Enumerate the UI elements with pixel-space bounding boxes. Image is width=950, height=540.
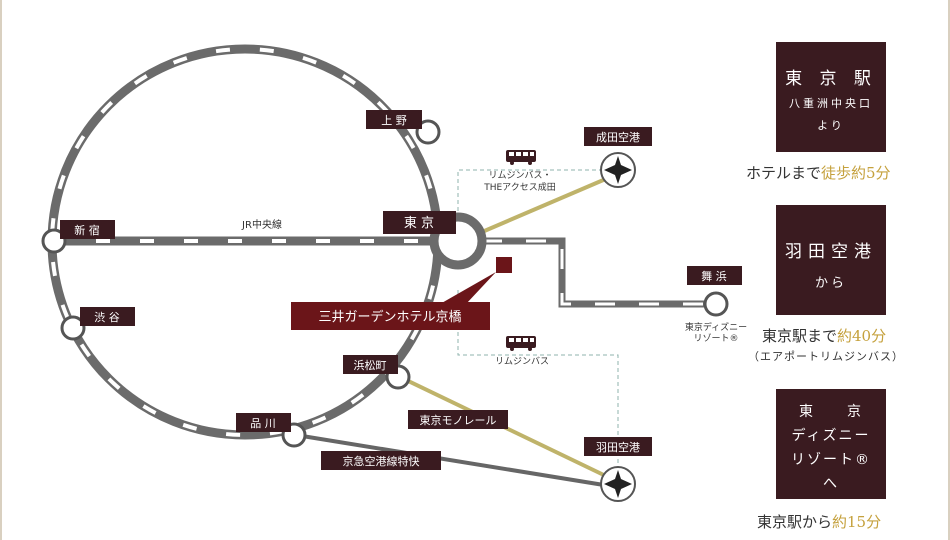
station-maihama-marker	[703, 291, 729, 317]
label-shinjuku-box	[60, 220, 115, 239]
station-shinjuku: 新 宿	[74, 223, 100, 237]
station-ueno-marker	[415, 119, 441, 145]
label-shibuya-box	[80, 307, 135, 326]
panel-2-caption-text: 東京駅まで	[762, 327, 838, 345]
label-maihama-box	[687, 266, 742, 285]
monorail-label: 東京モノレール	[420, 413, 497, 427]
panel-3-caption: 東京駅から約15分	[757, 511, 881, 532]
hotel-name: 三井ガーデンホテル京橋	[318, 309, 461, 325]
keiyo-line	[482, 237, 716, 308]
keikyu-label-box	[321, 451, 441, 470]
panel-2-caption: 東京駅まで約40分	[762, 325, 886, 346]
airport-narita: 成田空港	[596, 130, 640, 144]
station-shibuya-marker	[60, 315, 86, 341]
station-shibuya: 渋 谷	[94, 311, 120, 324]
station-ueno: 上 野	[381, 114, 407, 127]
limo-haneda-label: リムジンバス	[495, 356, 549, 367]
panel-1-caption-accent: 徒歩約5分	[821, 164, 891, 182]
keiyo-line-dashes	[482, 239, 716, 306]
station-shinjuku-marker	[41, 228, 67, 254]
panel-1-title: 東 京 駅	[785, 69, 877, 89]
limo-route-narita	[457, 169, 618, 232]
label-haneda-box	[584, 437, 652, 456]
panel-3-title: 東 京	[799, 404, 863, 420]
frame-left	[0, 0, 2, 540]
chuo-line-label: JR中央線	[241, 218, 282, 231]
airport-haneda: 羽田空港	[596, 440, 640, 454]
panel-1-line2: 八重洲中央口	[789, 97, 873, 110]
panel-1-line3: より	[817, 119, 845, 132]
station-maihama: 舞 浜	[701, 270, 727, 283]
panel-tokyo-station: 東 京 駅 八重洲中央口 より	[776, 42, 886, 152]
bus-icon	[506, 150, 536, 165]
label-tokyo-box	[383, 211, 456, 234]
label-hamamatsucho-box	[343, 355, 398, 374]
panel-3-line3: リゾート®	[791, 452, 871, 468]
limo-narita-label-2: THEアクセス成田	[483, 181, 556, 193]
airport-haneda-marker	[600, 466, 636, 502]
bus-icon	[506, 336, 536, 351]
label-ueno-box	[366, 110, 422, 129]
airplane-icon	[604, 156, 632, 184]
limo-narita-label-1: リムジンバス・	[488, 170, 551, 181]
panel-3-line2: ディズニー	[791, 428, 871, 444]
hotel-marker	[496, 257, 512, 273]
disney-label-2: リゾート®	[693, 333, 738, 344]
panel-2-line2: から	[814, 276, 847, 291]
panel-1-caption-text: ホテルまで	[746, 164, 822, 182]
station-tokyo: 東 京	[404, 215, 434, 231]
keikyu-line	[295, 433, 611, 488]
monorail-label-box	[408, 410, 508, 429]
label-shinagawa-box	[236, 413, 291, 432]
narita-route	[481, 176, 609, 234]
panel-2-title: 羽田空港	[785, 242, 877, 262]
station-hamamatsucho: 浜松町	[354, 358, 387, 372]
panel-2-caption-accent: 約40分	[837, 327, 887, 345]
keikyu-label: 京急空港線特快	[343, 454, 420, 468]
frame-right	[948, 0, 950, 540]
station-shinagawa: 品 川	[250, 417, 276, 430]
disney-label-1: 東京ディズニー	[685, 321, 747, 333]
panel-1-caption: ホテルまで徒歩約5分	[746, 162, 891, 183]
hotel-label-box	[291, 302, 490, 330]
airplane-icon	[604, 470, 632, 498]
hotel-pointer	[440, 272, 496, 304]
panel-3-caption-text: 東京駅から	[757, 513, 833, 531]
panel-2-note: （エアポートリムジンバス）	[748, 350, 904, 363]
airport-narita-marker	[600, 152, 636, 188]
panel-haneda: 羽田空港 から	[776, 205, 886, 315]
panel-3-caption-accent: 約15分	[832, 513, 882, 531]
panel-3-line4: へ	[823, 476, 839, 492]
limo-route-haneda	[457, 290, 619, 468]
label-narita-box	[584, 127, 652, 146]
panel-disney: 東 京 ディズニー リゾート® へ	[776, 389, 886, 499]
